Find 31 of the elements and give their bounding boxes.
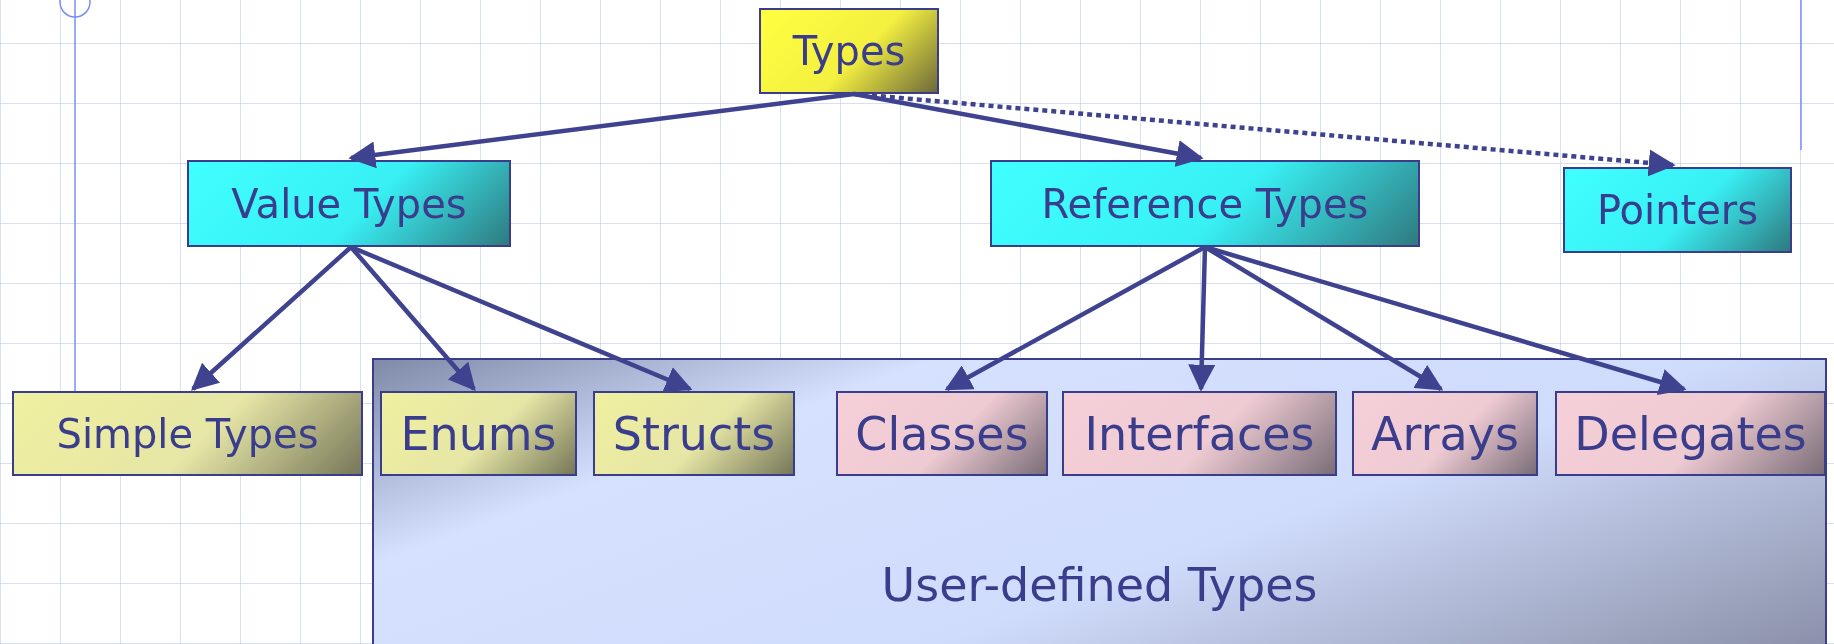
group-label: User-defined Types: [881, 558, 1318, 612]
arrow: [348, 91, 855, 169]
arrow: [944, 245, 1207, 391]
type-label: Value Types: [231, 180, 467, 227]
type-box: [1062, 391, 1337, 476]
type-label: Delegates: [1574, 406, 1807, 461]
category-box: [1563, 167, 1792, 253]
type-box: [12, 391, 363, 476]
category-box: [990, 160, 1420, 247]
group-panel: [372, 358, 1827, 644]
type-label: Simple Types: [56, 410, 319, 457]
type-label: Structs: [612, 406, 776, 461]
type-box: [836, 391, 1048, 476]
arrow: [1188, 246, 1216, 392]
type-label: Pointers: [1596, 187, 1759, 233]
type-label: Types: [792, 28, 906, 74]
arrow: [1204, 244, 1687, 396]
type-label: Interfaces: [1084, 406, 1315, 461]
type-box: [1555, 391, 1826, 476]
arrow: [853, 91, 1204, 167]
arrow: [191, 245, 353, 391]
type-box: [593, 391, 795, 476]
type-label: Arrays: [1371, 406, 1519, 461]
type-label: Enums: [400, 406, 557, 461]
arrow: [853, 91, 1676, 177]
type-label: Classes: [855, 406, 1029, 461]
type-label: Reference Types: [1041, 180, 1369, 227]
type-box: [1352, 391, 1538, 476]
type-box: [759, 8, 939, 94]
category-box: [187, 160, 511, 247]
type-box: [380, 391, 577, 476]
